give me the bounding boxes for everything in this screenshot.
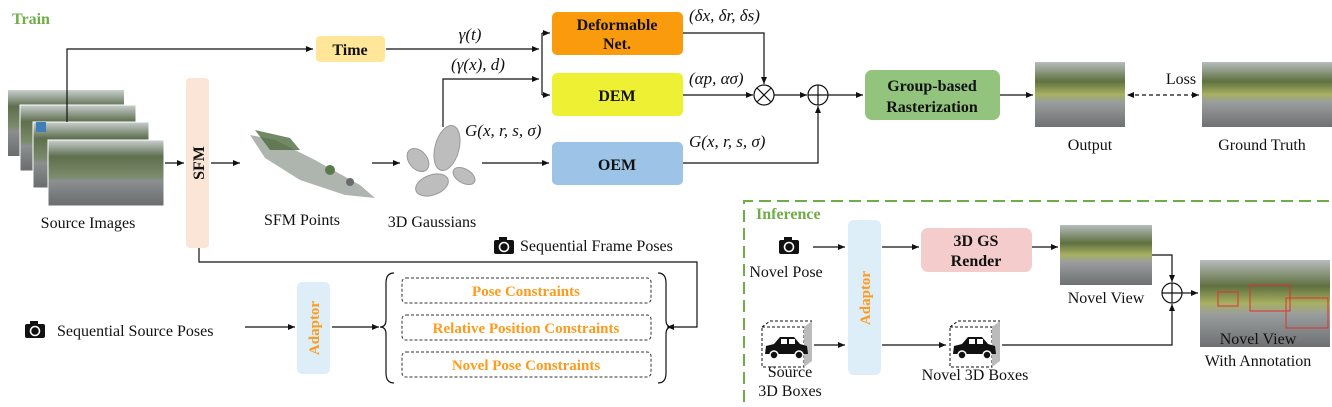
source-images-label: Source Images [41, 215, 136, 232]
camera-icon [493, 236, 515, 255]
sequential-frame-poses-label: Sequential Frame Poses [520, 238, 673, 255]
adaptor-block [297, 282, 330, 374]
sfm-points-cloud [250, 130, 375, 198]
sfm-points-label: SFM Points [264, 212, 340, 229]
constraint-box [401, 314, 652, 341]
gaussians-label: 3D Gaussians [388, 214, 476, 231]
deformable-label-line2: Net. [603, 36, 631, 53]
dem-label: DEM [598, 88, 635, 105]
arrow-gaussians-to-junction [442, 76, 539, 127]
rasterization-block [865, 70, 1000, 120]
novel-3d-box-car-icon [949, 320, 1001, 368]
arrow-deformable-to-multiply [683, 32, 767, 84]
inference-section-label: Inference [756, 206, 821, 223]
arrow-images-to-time [66, 46, 313, 122]
camera-icon [24, 320, 46, 339]
output-label: Output [1068, 137, 1113, 154]
ground-truth-label: Ground Truth [1218, 137, 1306, 154]
sfm-block [186, 78, 209, 248]
gaussians-icon [406, 125, 476, 197]
sequential-source-poses-label: Sequential Source Poses [57, 323, 213, 340]
inference-adaptor-label: Adaptor [858, 271, 874, 326]
constraint-box [401, 277, 652, 304]
sfm-label: SFM [191, 146, 208, 180]
adaptor-label: Adaptor [307, 301, 323, 356]
oem-label: OEM [598, 157, 636, 174]
pose-constraints-label: Pose Constraints [472, 284, 580, 300]
add-operator-icon [807, 84, 829, 106]
constraint-list: Pose Constraints Relative Position Const… [401, 277, 652, 378]
alpha-params-label: (αp, ασ) [689, 69, 744, 88]
oem-block [552, 142, 683, 185]
gs-render-block [921, 228, 1032, 272]
add-operator-icon [1161, 282, 1183, 304]
novel-pose-constraints-label: Novel Pose Constraints [452, 358, 600, 374]
arrow-boxes-to-add [1002, 304, 1175, 346]
annotated-label-line1: Novel View [1220, 331, 1297, 348]
novel-pose-label: Novel Pose [749, 264, 822, 281]
g-params-label-2: G(x, r, s, σ) [689, 132, 766, 151]
gamma-x-d-label: (γ(x), d) [451, 55, 505, 74]
dem-block [552, 73, 683, 116]
inference-adaptor-block [848, 220, 881, 375]
left-brace [379, 272, 395, 384]
time-label: Time [332, 42, 367, 59]
novel-boxes-label: Novel 3D Boxes [922, 367, 1029, 384]
source-3d-box-car-icon [761, 320, 813, 368]
source-boxes-label-line2: 3D Boxes [758, 383, 822, 400]
novel-view-image [1060, 225, 1152, 285]
loss-label: Loss [1166, 71, 1196, 88]
source-images [8, 90, 165, 207]
time-block [316, 36, 385, 62]
deformable-label-line1: Deformable [577, 17, 658, 34]
render-label-line2: Render [951, 253, 1002, 270]
inference-border [743, 200, 1332, 402]
delta-params-label: (δx, δr, δs) [689, 6, 760, 25]
arrow-sfm-to-constraints [198, 248, 698, 330]
relative-position-constraints-label: Relative Position Constraints [433, 321, 620, 337]
train-section-label: Train [12, 11, 50, 28]
annotated-view-image [1200, 260, 1330, 347]
render-label-line1: 3D GS [954, 233, 999, 250]
camera-icon [778, 236, 800, 255]
constraint-box [401, 351, 652, 378]
output-image [1035, 62, 1125, 127]
g-params-label-1: G(x, r, s, σ) [465, 121, 542, 140]
gamma-t-label: γ(t) [459, 25, 482, 44]
annotated-label-line2: With Annotation [1205, 353, 1311, 370]
ground-truth-image [1202, 62, 1332, 127]
novel-view-label: Novel View [1068, 290, 1145, 307]
right-brace [657, 272, 673, 384]
multiply-operator-icon [753, 84, 775, 106]
source-boxes-label-line1: Source [768, 364, 812, 381]
raster-label-line2: Rasterization [886, 99, 978, 116]
arrow-oem-to-add [683, 106, 821, 164]
deformable-net-block [552, 12, 683, 55]
raster-label-line1: Group-based [887, 78, 977, 95]
arrow-view-to-add [1152, 254, 1175, 282]
